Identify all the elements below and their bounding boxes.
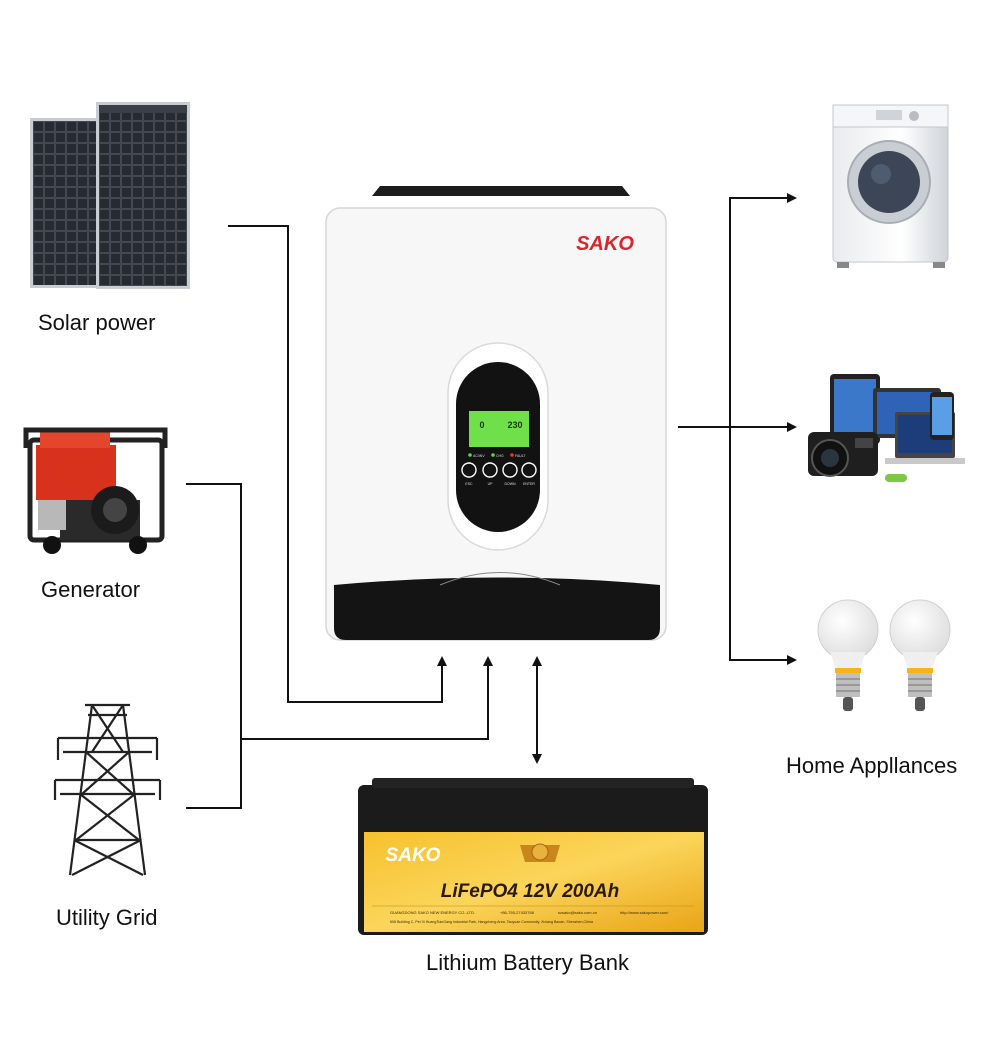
solar-panel-icon: [30, 102, 190, 289]
battery-address-text: 608 Building C, Pei Xi HuangTianGang Ind…: [390, 920, 593, 924]
solar-line: [228, 225, 447, 703]
light-bulb-icon: [817, 599, 879, 711]
button-label-up: UP: [488, 482, 494, 486]
generator-line: [186, 483, 242, 809]
inverter-button-esc[interactable]: [461, 462, 477, 478]
battery-phone-text: +86-755-27433766: [500, 910, 535, 915]
washing-machine-icon: [832, 104, 949, 268]
label-solar-power: Solar power: [38, 310, 156, 335]
battery-unit: [358, 778, 708, 935]
battery-website-text: http://www.sakopower.com/: [620, 910, 669, 915]
battery-model-text: LiFePO4 12V 200Ah: [441, 881, 619, 902]
light-bulb-icon-2: [889, 599, 951, 711]
label-lithium-battery-bank: Lithium Battery Bank: [426, 950, 629, 975]
inverter-unit: [325, 186, 667, 641]
button-label-esc: ESC: [465, 482, 473, 486]
grid-merge-line: [241, 656, 493, 740]
inverter-button-down[interactable]: [502, 462, 518, 478]
generator-icon: [23, 427, 168, 554]
output-bus-line: [729, 197, 795, 661]
inverter-lcd: [469, 411, 529, 447]
battery-company-text: GUANGDONG SAKO NEW ENERGY CO.,LTD.: [390, 910, 475, 915]
lcd-readout-left: 0: [479, 420, 484, 430]
battery-email-text: szsako@sako.com.cn: [558, 910, 597, 915]
inverter-button-up[interactable]: [482, 462, 498, 478]
inverter-button-enter[interactable]: [521, 462, 537, 478]
indicator-fault: FAULT: [515, 454, 526, 458]
button-label-down: DOWN: [504, 482, 516, 486]
label-generator: Generator: [41, 577, 141, 602]
electronics-icon: [808, 374, 965, 482]
connection-lines: [186, 193, 797, 809]
indicator-ac-inv: AC/INV: [473, 454, 485, 458]
utility-tower-icon: [53, 703, 162, 876]
battery-brand-logo: SAKO: [386, 845, 441, 866]
button-label-enter: ENTER: [523, 482, 535, 486]
lcd-readout-right: 230: [507, 420, 522, 430]
battery-badge-icon: [520, 843, 560, 862]
indicator-chg: CHG: [496, 454, 504, 458]
label-utility-grid: Utility Grid: [56, 905, 158, 930]
label-home-appliances: Home Appllances: [786, 753, 958, 778]
inverter-brand-logo: SAKO: [576, 233, 634, 255]
